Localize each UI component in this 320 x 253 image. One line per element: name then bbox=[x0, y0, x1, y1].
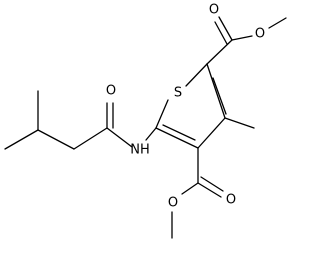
bond-c2-carbonyl bbox=[206, 39, 233, 65]
bond-c2-c3-inner bbox=[212, 77, 227, 115]
bond-carbonyl-o-a bbox=[197, 182, 222, 198]
bond-carbonyl-ch2 bbox=[73, 127, 108, 150]
bond-n-carbonyl bbox=[106, 127, 133, 148]
bond-ch-methyl-down bbox=[4, 129, 39, 150]
bond-c5-n bbox=[145, 127, 157, 141]
bond-carbonyl-o-b bbox=[200, 176, 224, 192]
top-ether-oxygen-label: O bbox=[255, 27, 265, 42]
bond-s-c2 bbox=[185, 63, 208, 87]
bond-carbonyl-ether-o bbox=[181, 182, 199, 195]
bond-carbonyl-o-b bbox=[214, 21, 228, 45]
amide-oxygen-label: O bbox=[106, 84, 116, 99]
bottom-carbonyl-oxygen-label: O bbox=[226, 193, 236, 208]
bond-ch2-ch bbox=[37, 129, 75, 150]
bond-c2-c3 bbox=[206, 63, 226, 119]
top-carbonyl-oxygen-label: O bbox=[209, 3, 219, 18]
nh-label: NH bbox=[130, 143, 150, 158]
thiophene-ring bbox=[155, 63, 227, 149]
bottom-ester bbox=[171, 147, 224, 239]
bond-ether-o-methyl bbox=[268, 17, 287, 29]
bond-c3-methyl bbox=[224, 117, 255, 129]
bond-c5-s bbox=[155, 99, 169, 129]
sulfur-label: S bbox=[174, 86, 182, 101]
amide-chain bbox=[4, 90, 157, 150]
bond-c3-c4 bbox=[197, 117, 226, 149]
top-ester bbox=[206, 16, 287, 65]
molecule-canvas: S NH O O O O O bbox=[4, 3, 287, 239]
bond-c4-c5 bbox=[155, 127, 199, 149]
bond-carbonyl-o-a bbox=[218, 16, 233, 41]
bottom-ether-oxygen-label: O bbox=[168, 196, 178, 211]
structure-drawing: S NH O O O O O bbox=[4, 3, 287, 239]
bond-c4-c5-inner bbox=[162, 124, 196, 141]
bond-carbonyl-ether-o bbox=[231, 35, 253, 41]
